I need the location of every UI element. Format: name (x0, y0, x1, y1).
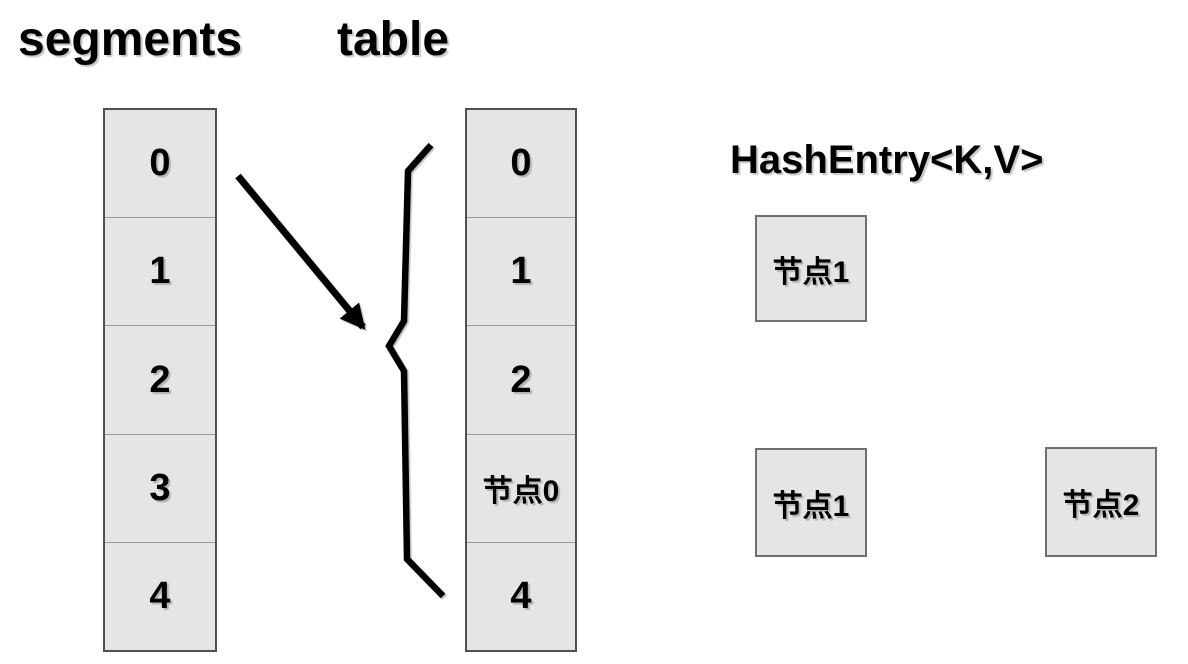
node-box-bucket3-node2: 节点2 (1045, 447, 1157, 557)
segments-title: segments (18, 13, 243, 66)
table-cell-4: 4 (467, 541, 575, 650)
left-curly-brace-icon (385, 142, 446, 599)
table-cell-1: 1 (467, 217, 575, 325)
table-cell-3-node0: 节点0 (467, 433, 575, 542)
segments-cell-0: 0 (149, 142, 171, 185)
segment0-to-table-arrow (235, 173, 366, 330)
table-cell-0: 0 (510, 142, 532, 185)
table-array: 0 1 2 节点0 4 (465, 108, 577, 652)
segments-cell-4: 4 (105, 541, 215, 650)
segments-cell-3: 3 (105, 433, 215, 542)
hashentry-type-label: HashEntry<K,V> (730, 138, 1044, 182)
segments-array: 0 1 2 3 4 (103, 108, 217, 652)
node-box-bucket3-node1: 节点1 (755, 448, 867, 557)
table-title: table (337, 13, 450, 66)
node-box-bucket1-node1: 节点1 (755, 215, 867, 322)
segments-cell-1: 1 (105, 217, 215, 325)
table-cell-2: 2 (467, 325, 575, 433)
segments-cell-2: 2 (105, 325, 215, 433)
